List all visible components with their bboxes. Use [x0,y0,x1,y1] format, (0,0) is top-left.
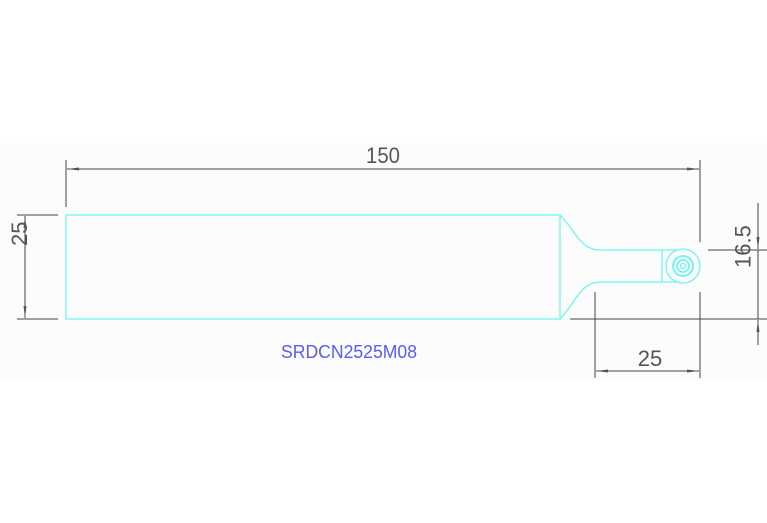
dimensions [17,160,767,378]
shank-body [65,214,561,320]
drawing-background-band [0,143,767,380]
dim-text-head-length: 25 [638,346,662,371]
insert-outer-circle [665,248,701,284]
dim-text-overall-length: 150 [366,143,400,168]
tool-geometry [65,214,701,320]
dim-text-cutting-height: 16.5 [731,225,756,268]
part-number-label: SRDCN2525M08 [281,342,417,362]
dim-text-shank-height: 25 [7,222,32,246]
neck-top-curve [559,214,662,251]
neck-bottom-curve [559,281,662,320]
insert-ring [672,255,694,277]
insert-screw [676,259,690,273]
